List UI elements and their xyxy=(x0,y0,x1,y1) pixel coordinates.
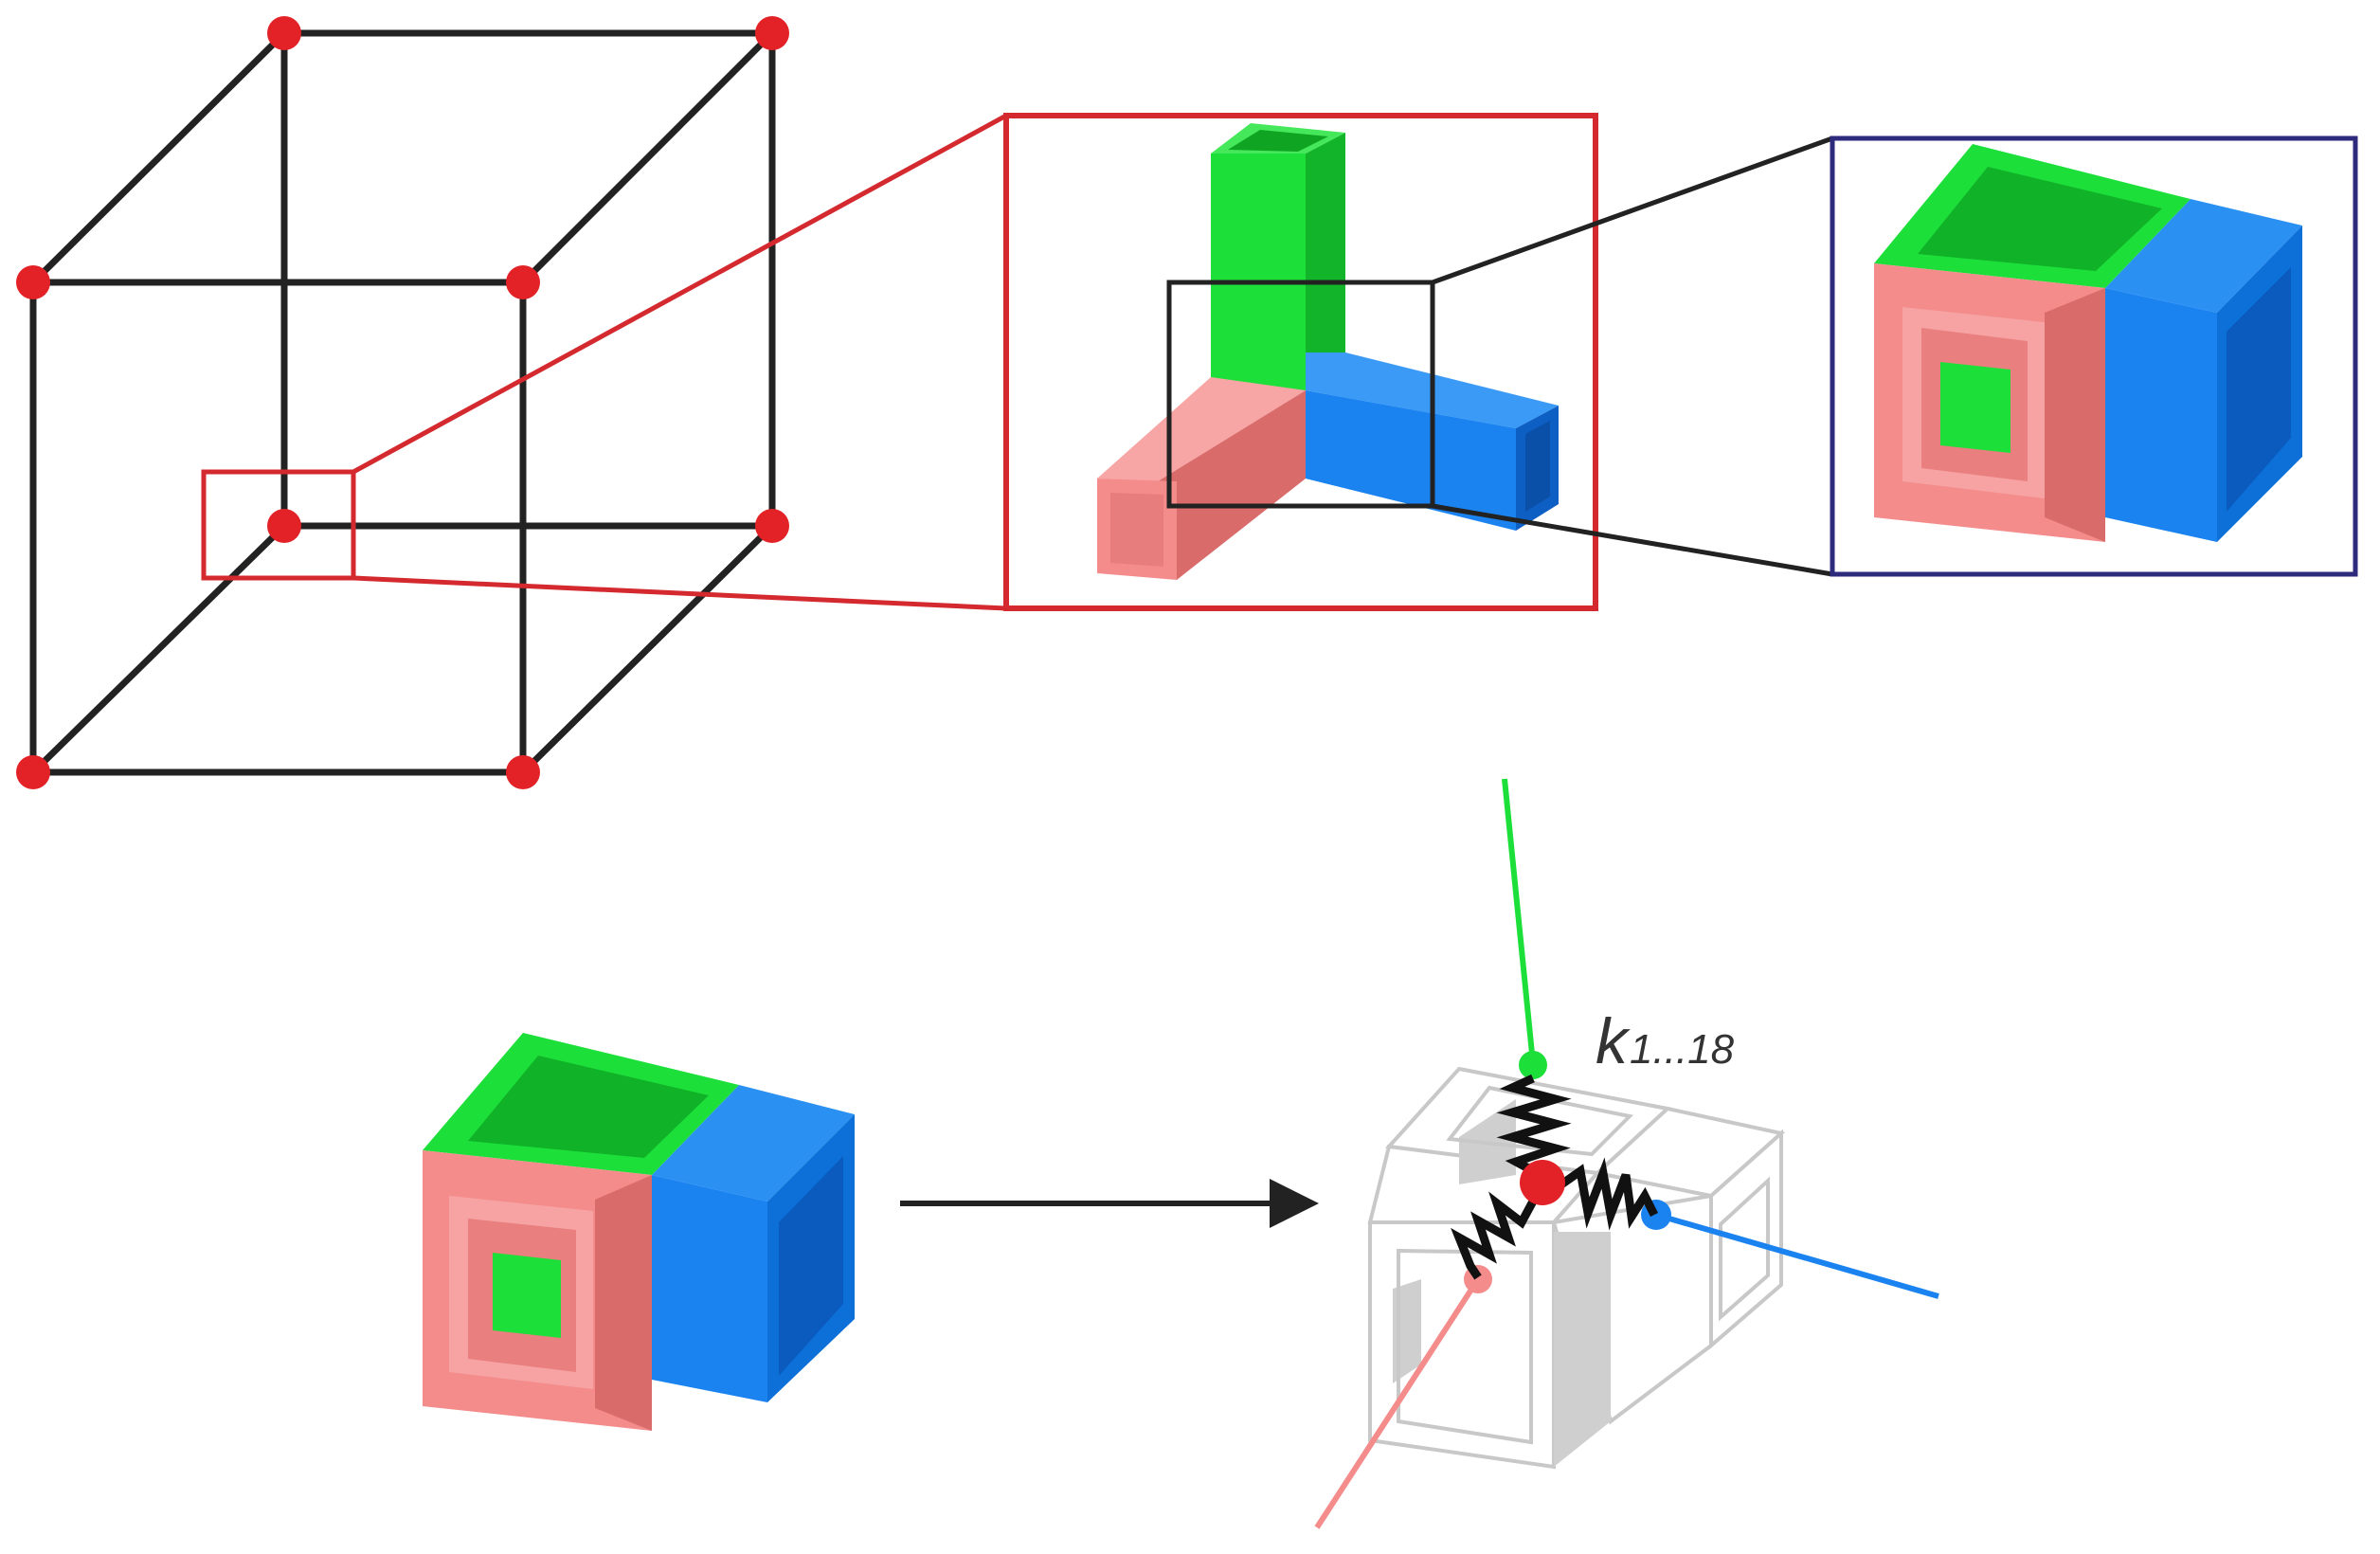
green-block-opening xyxy=(468,1056,709,1158)
green-member-side xyxy=(1306,133,1345,390)
spring-blue xyxy=(1559,1157,1659,1231)
green-block-opening xyxy=(1918,167,2162,271)
blue-member-front xyxy=(1306,390,1516,531)
lattice-node xyxy=(506,265,540,299)
green-connection-point xyxy=(1519,1051,1547,1079)
blue-block-front xyxy=(2105,288,2217,542)
lattice-node xyxy=(267,509,301,543)
wire-shade xyxy=(1554,1232,1611,1467)
green-through-opening xyxy=(493,1253,561,1338)
pink-block-rim-shade xyxy=(595,1175,652,1431)
arrow-head xyxy=(1270,1179,1319,1228)
lattice-node xyxy=(16,265,50,299)
lattice-node xyxy=(755,509,789,543)
zoom-selection-box xyxy=(201,469,356,581)
wire-inner-frame xyxy=(1719,1176,1770,1322)
zoom-connector-line xyxy=(352,113,1008,475)
lattice-node xyxy=(755,16,789,50)
stiffness-label-subscript: 1...18 xyxy=(1630,1026,1735,1073)
zoom-connector-line-2 xyxy=(1432,136,1833,285)
pink-member-opening xyxy=(1110,493,1163,567)
joint-block-bottom xyxy=(423,1033,855,1431)
central-node xyxy=(1520,1160,1565,1205)
green-axis-line xyxy=(1502,778,1536,1064)
stiffness-label-k: k xyxy=(1596,1005,1631,1077)
wire-inner-frame xyxy=(1446,1085,1634,1157)
blue-member-opening xyxy=(1525,421,1550,512)
blue-block-top xyxy=(652,1085,855,1202)
green-member-front xyxy=(1211,154,1306,390)
spring-model: k1...18 xyxy=(1314,778,1939,1529)
lattice-edge xyxy=(520,30,775,285)
pink-member-top xyxy=(1097,377,1306,481)
lattice-node xyxy=(16,755,50,789)
stiffness-label: k1...18 xyxy=(1596,1005,1735,1077)
blue-block-opening xyxy=(779,1156,843,1376)
green-member-opening xyxy=(1228,130,1328,152)
blue-block-front xyxy=(652,1175,767,1402)
three-member-joint-zoom1 xyxy=(1097,123,1559,580)
blue-axis-line xyxy=(1655,1212,1939,1299)
lattice-node xyxy=(506,755,540,789)
pink-member-side xyxy=(1158,390,1306,580)
lattice-edge xyxy=(30,30,287,285)
blue-block-top xyxy=(2105,199,2302,313)
lattice-nodes xyxy=(16,16,789,789)
spring-green xyxy=(1496,1074,1572,1179)
zoom-connector-line xyxy=(352,575,1007,611)
pink-axis-line xyxy=(1314,1277,1481,1529)
lattice-edge xyxy=(30,523,287,775)
zoom-selection-box-2 xyxy=(1166,280,1435,509)
blue-block-opening xyxy=(2227,267,2291,512)
spring-pink xyxy=(1451,1191,1539,1280)
pink-block-rim-shade xyxy=(2045,288,2105,542)
lattice-node xyxy=(267,16,301,50)
lattice-edge xyxy=(520,523,775,775)
green-through-opening xyxy=(1940,362,2010,453)
transformation-arrow xyxy=(900,1179,1319,1228)
zoom-connector-line-2 xyxy=(1432,503,1833,577)
joint-closeup-zoom2 xyxy=(1874,144,2302,542)
cubic-lattice-cell xyxy=(29,29,776,776)
